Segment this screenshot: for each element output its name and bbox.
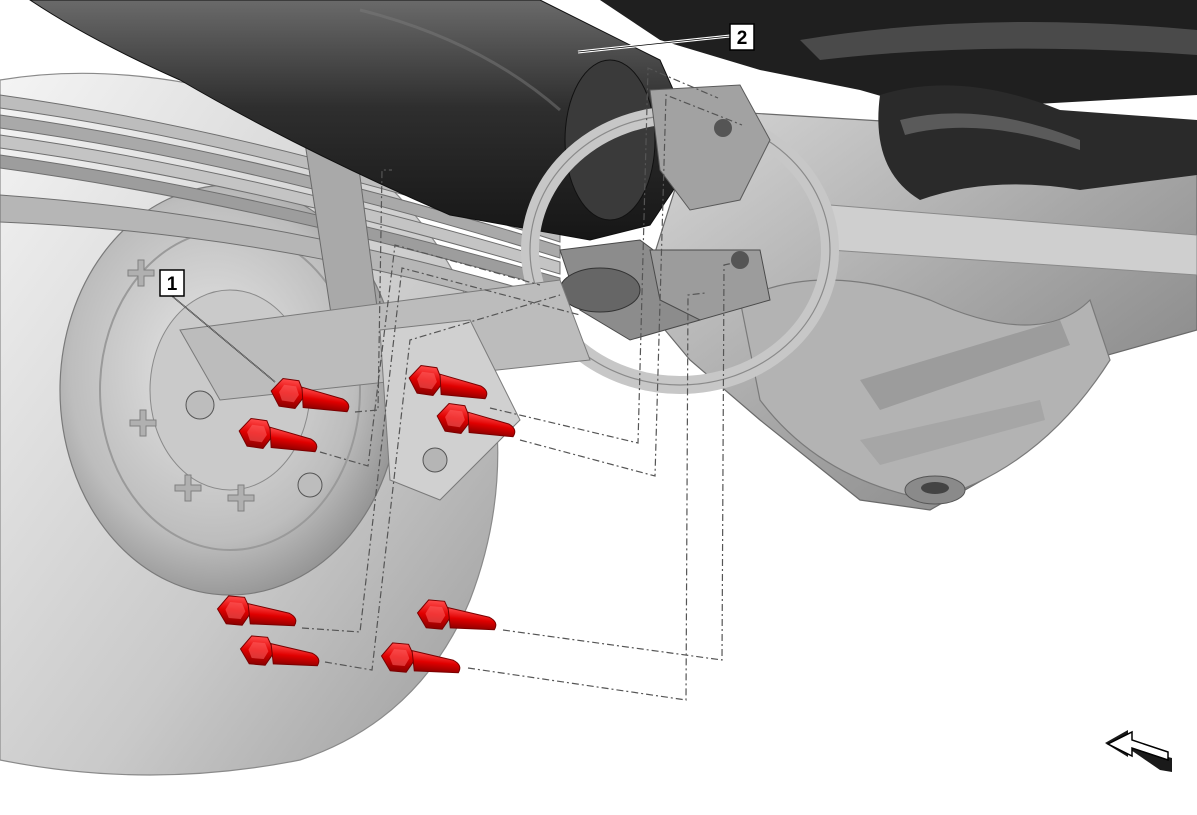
housing-fin-lower: [860, 400, 1045, 465]
explode-lines: [301, 67, 743, 701]
callout-1-label: 1: [167, 274, 178, 295]
callout-1: 1: [159, 269, 276, 383]
universal-joint: [649, 84, 771, 211]
housing-fin: [860, 320, 1070, 410]
callout-2-label: 2: [737, 28, 748, 49]
leaf-spring: [0, 94, 561, 319]
callout-2: 2: [577, 23, 755, 54]
left-arrow-icon: [1105, 730, 1172, 772]
propeller-shaft: [29, 0, 701, 241]
drum-ribs: [127, 259, 255, 512]
frame-rail-highlight: [800, 22, 1197, 60]
